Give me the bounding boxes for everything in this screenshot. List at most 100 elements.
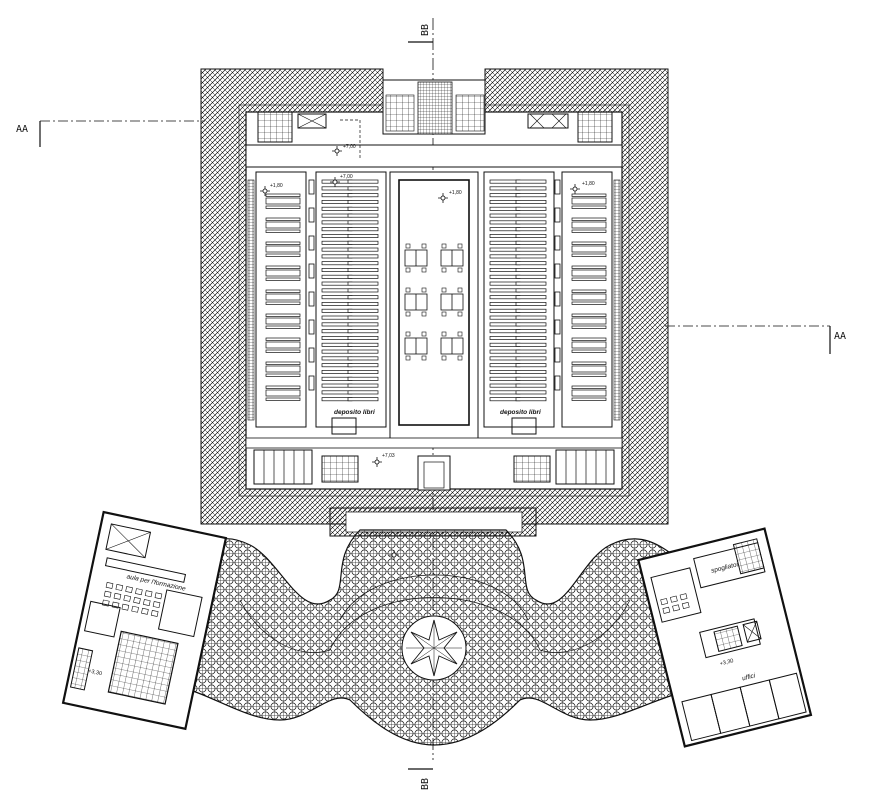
shelf-left-a xyxy=(321,336,353,340)
desk-right-chairs xyxy=(571,337,607,341)
shelf-right-a xyxy=(489,234,521,238)
shelf-right-b xyxy=(515,322,547,327)
shelf-right-a xyxy=(489,295,521,300)
desk-left-chairs xyxy=(265,385,301,389)
shelf-left-a xyxy=(321,254,353,259)
desk-right xyxy=(571,221,607,229)
shelf-left-b xyxy=(347,302,379,306)
desk-left xyxy=(265,389,301,397)
desk-right-chairs xyxy=(571,193,607,197)
shelf-left-a xyxy=(321,342,353,347)
desk-left-chairs xyxy=(265,373,301,377)
elevation-upper-corridor-2: +7,00 xyxy=(340,174,353,180)
shelf-left-b xyxy=(347,234,379,238)
shelf-left-b xyxy=(347,268,379,272)
shelf-left-a xyxy=(321,220,353,225)
shelf-left-b xyxy=(347,342,379,347)
shelf-right-a xyxy=(489,370,521,374)
shelf-right-b xyxy=(515,288,547,293)
shelf-left-b xyxy=(347,281,379,286)
shelf-right-a xyxy=(489,193,521,198)
elevation-left-reading: +1,80 xyxy=(270,183,283,189)
shelf-left-b xyxy=(347,308,379,313)
shelf-left-b xyxy=(347,247,379,252)
section-marker-aa-left: AA xyxy=(16,124,28,135)
stair-south-east xyxy=(513,455,551,483)
elevation-central-hall: +1,80 xyxy=(449,190,462,196)
shelf-right-a xyxy=(489,254,521,259)
right-wing: spogliatoi uffici +3,30 xyxy=(637,527,813,748)
shelf-left-a xyxy=(321,315,353,320)
shelf-left-b xyxy=(347,295,379,300)
shelf-left-a xyxy=(321,356,353,361)
desk-left xyxy=(265,221,301,229)
shelf-right-b xyxy=(515,342,547,347)
desk-right-chairs xyxy=(571,325,607,329)
shelf-left-b xyxy=(347,213,379,218)
desk-right-chairs xyxy=(571,361,607,365)
desk-right-chairs xyxy=(571,265,607,269)
shelf-left-b xyxy=(347,363,379,368)
shelf-right-b xyxy=(515,213,547,218)
shelf-left-b xyxy=(347,254,379,259)
shelf-right-b xyxy=(515,206,547,211)
desk-left-chairs xyxy=(265,301,301,305)
upper-corridor xyxy=(245,144,623,168)
shelf-left-a xyxy=(321,193,353,198)
desk-right xyxy=(571,365,607,373)
desk-left xyxy=(265,317,301,325)
shelf-left-a xyxy=(321,281,353,286)
desk-left xyxy=(265,197,301,205)
shelf-right-a xyxy=(489,397,521,402)
training-room-seats xyxy=(101,581,163,617)
section-marker-bb-top: BB xyxy=(420,24,431,36)
desk-left-chairs xyxy=(265,217,301,221)
shelf-right-b xyxy=(515,356,547,361)
shelf-right-a xyxy=(489,200,521,204)
shelf-right-a xyxy=(489,308,521,313)
shelf-left-a xyxy=(321,268,353,272)
desk-right-chairs xyxy=(571,349,607,353)
shelf-right-a xyxy=(489,261,521,266)
shelf-right-b xyxy=(515,315,547,320)
label-offices: uffici xyxy=(741,672,756,682)
shelf-left-a xyxy=(321,186,353,191)
shelf-left-a xyxy=(321,308,353,313)
desk-left-chairs xyxy=(265,193,301,197)
shelf-left-a xyxy=(321,302,353,306)
shelf-left-a xyxy=(321,322,353,327)
desk-right-chairs xyxy=(571,205,607,209)
elevation-lower-hall: +7,03 xyxy=(382,453,395,459)
shelf-right-a xyxy=(489,240,521,245)
shelf-left-b xyxy=(347,193,379,198)
shelf-right-b xyxy=(515,268,547,272)
shelf-left-a xyxy=(321,295,353,300)
shelf-left-a xyxy=(321,240,353,245)
desk-right xyxy=(571,317,607,325)
left-wing: aula per l'formazione +3,30 xyxy=(61,510,228,731)
shelf-left-b xyxy=(347,370,379,374)
shelf-right-a xyxy=(489,220,521,225)
shelf-right-a xyxy=(489,288,521,293)
level-markers xyxy=(260,146,580,560)
shelf-left-a xyxy=(321,349,353,354)
desk-left-chairs xyxy=(265,277,301,281)
shelf-left-a xyxy=(321,227,353,232)
desk-left-chairs xyxy=(265,313,301,317)
shelf-left-b xyxy=(347,206,379,211)
shelf-left-b xyxy=(347,390,379,395)
desk-left xyxy=(265,365,301,373)
desk-right-chairs xyxy=(571,301,607,305)
shelf-right-b xyxy=(515,370,547,374)
shelf-left-b xyxy=(347,179,379,184)
central-hall xyxy=(398,179,470,426)
desk-left xyxy=(265,245,301,253)
shelf-right-a xyxy=(489,206,521,211)
shelf-right-a xyxy=(489,227,521,232)
shelf-right-b xyxy=(515,295,547,300)
elevation-right-reading: +1,80 xyxy=(582,181,595,187)
shelf-right-a xyxy=(489,390,521,395)
shelf-right-b xyxy=(515,349,547,354)
desk-right-chairs xyxy=(571,313,607,317)
section-line-aa xyxy=(39,120,831,354)
